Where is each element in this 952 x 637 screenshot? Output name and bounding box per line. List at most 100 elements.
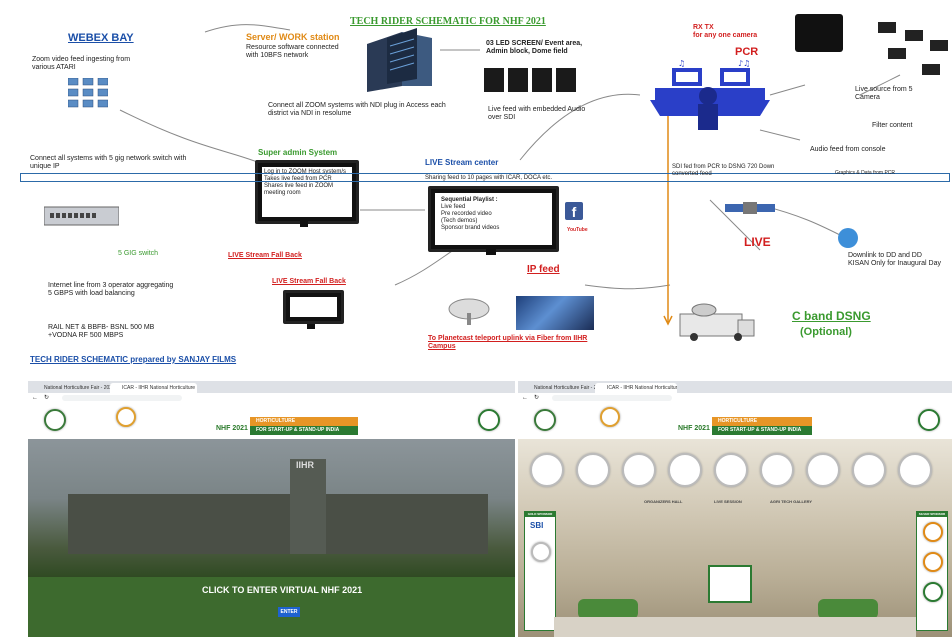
camera-icon [930,40,948,51]
browser-tab[interactable]: ICAR - IIHR National Horticulture [110,383,197,393]
planter [818,599,878,619]
dsng-van-icon [678,300,756,342]
banner-line2: FOR START-UP & STAND-UP INDIA [712,426,812,435]
hall-sign[interactable]: AGRI TECH GALLERY [770,499,813,504]
downlink-dish-icon [838,228,858,248]
planetcast-text: To Planetcast teleport uplink via Fiber … [428,335,588,350]
server-rack-icon [362,24,447,94]
downlink-text: Downlink to DD and DD KISAN Only for Ina… [848,252,941,267]
institute-logo[interactable] [806,453,840,487]
camera-icon [905,30,923,41]
server-desc: Resource software connected with 10BFS n… [246,44,339,59]
campus-photo: IIHR CLICK TO ENTER VIRTUAL NHF 2021 ENT… [28,439,515,637]
institute-logo[interactable] [852,453,886,487]
horizontal-divider-band [20,173,950,182]
building-facade [68,494,488,554]
camera-icon [878,22,896,33]
sponsor-logo [923,582,943,602]
sbi-label: SBI [530,521,544,530]
reload-icon[interactable]: ↻ [44,395,50,401]
monitor-stand [300,221,308,227]
back-icon[interactable]: ← [522,395,528,401]
server-title: Server/ WORK station [246,32,340,42]
svg-text:♪♫: ♪♫ [738,59,750,68]
reload-icon[interactable]: ↻ [534,395,540,401]
banner-line1: HORTICULTURE [250,417,358,426]
pcr-label: PCR [735,46,759,58]
browser-tab[interactable]: ICAR - IIHR National Horticulture [595,383,677,393]
institute-logo[interactable] [668,453,702,487]
camera-icon [922,64,940,75]
institute-logo[interactable] [760,453,794,487]
sponsor-logo [923,522,943,542]
url-field[interactable] [62,395,182,401]
hall-sign[interactable]: ORGANIZERS HALL [644,499,683,504]
satellite-icon [725,196,775,222]
back-icon[interactable]: ← [32,395,38,401]
horticulture-banner: HORTICULTURE FOR START-UP & STAND-UP IND… [250,417,358,435]
gold-sponsor-stand[interactable]: GOLD SPONSOR SBI [524,511,556,631]
rx-tx-sub: for any one camera [693,32,758,39]
horticulture-banner: HORTICULTURE FOR START-UP & STAND-UP IND… [712,417,812,435]
silver-sponsor-stand[interactable]: SILVER SPONSOR [916,511,948,631]
fallback-monitor [283,290,344,324]
sponsor-logo [923,552,943,572]
live-source-text: Live source from 5 Camera [855,86,913,101]
svg-text:♫: ♫ [678,59,685,68]
sponsor-logo [531,542,551,562]
camera-icon [888,48,906,59]
connection-lines [119,24,901,326]
ministry-logo [918,409,940,431]
institute-logo[interactable] [576,453,610,487]
zoom-feed-text: Zoom video feed ingesting from various A… [32,56,131,71]
banner-line1: HORTICULTURE [712,417,812,426]
youtube-icon: YouTube [567,227,588,233]
monitor-stand [307,324,315,329]
live-stream-center: LIVE Stream center [425,158,499,167]
browser-tab[interactable]: National Horticulture Fair - 2021 [32,383,119,393]
super-admin-monitor: Log in to ZOOM Host system/s Takes live … [255,160,359,224]
banner-line2: FOR START-UP & STAND-UP INDIA [250,426,358,435]
site-header: NHF 2021 HORTICULTURE FOR START-UP & STA… [28,403,515,439]
nhf-logo: NHF 2021 [216,425,248,432]
institute-logo[interactable] [622,453,656,487]
optional-label: (Optional) [800,326,852,338]
building-tower [290,459,326,554]
enter-button[interactable]: ENTER [278,607,300,617]
icar-logo [534,409,556,431]
led-screen-text: 03 LED SCREEN/ Event area, Admin block, … [486,40,583,55]
site-header: NHF 2021 HORTICULTURE FOR START-UP & STA… [518,403,952,439]
institute-logo[interactable] [714,453,748,487]
browser-tab[interactable]: National Horticulture Fair - 2021 [522,383,604,393]
playlist-screen: Sequential Playlist : Live feed Pre reco… [435,193,552,245]
live-feed-sdi: Live feed with embedded Audio over SDI [488,106,586,121]
isp-lines-text: RAIL NET & BBFB- BSNL 500 MB +VODNA RF 5… [48,324,155,339]
tab-bar: National Horticulture Fair - 2021 ICAR -… [518,381,952,393]
virtual-lobby: ORGANIZERS HALL LIVE SESSION AGRI TECH G… [518,439,952,637]
network-switch-icon [43,205,120,227]
ip-feed-label: IP feed [527,264,560,275]
pcr-console-icon: ♫ ♪♫ [650,58,770,133]
super-admin-screen: Log in to ZOOM Host system/s Takes live … [262,167,352,217]
super-admin-title: Super admin System [258,148,338,157]
center-kiosk[interactable] [708,565,752,603]
floor [554,617,916,637]
facebook-icon: f [565,202,583,220]
fallback-label-1: LIVE Stream Fall Back [228,252,302,259]
tab-bar: National Horticulture Fair - 2021 ICAR -… [28,381,515,393]
connect-switch-text: Connect all systems with 5 gig network s… [30,155,187,170]
icar-logo [44,409,66,431]
bottom-credit: TECH RIDER SCHEMATIC prepared by SANJAY … [30,355,237,364]
playlist-item: (Tech demos) [441,218,478,224]
institute-logo[interactable] [898,453,932,487]
url-field[interactable] [552,395,672,401]
webex-bay-heading: WEBEX BAY [68,32,134,44]
ministry-logo [478,409,500,431]
institute-logo[interactable] [530,453,564,487]
switch-label: 5 GIG switch [118,250,159,257]
super-admin-desc: Log in to ZOOM Host system/s Takes live … [264,169,347,196]
hall-sign[interactable]: LIVE SESSION [714,499,742,504]
fallback-label-2: LIVE Stream Fall Back [272,278,346,285]
led-screens-icon [484,66,579,96]
browser-window-right: National Horticulture Fair - 2021 ICAR -… [518,381,952,637]
